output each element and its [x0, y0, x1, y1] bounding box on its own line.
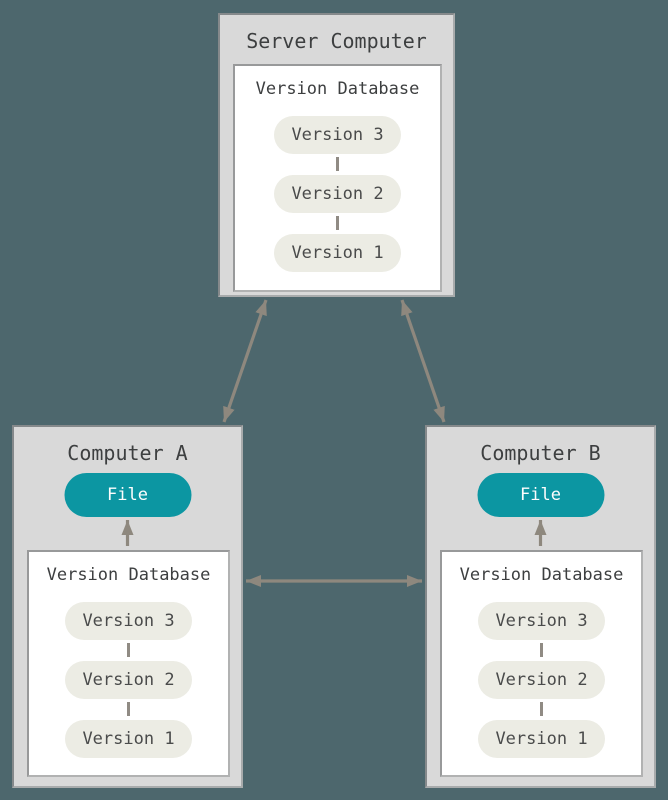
version-pill: Version 2	[65, 661, 192, 699]
version-pill: Version 1	[274, 234, 401, 272]
version-pill: Version 3	[478, 602, 605, 640]
version-pill: Version 1	[65, 720, 192, 758]
version-pill: Version 2	[478, 661, 605, 699]
version-pill: Version 3	[65, 602, 192, 640]
computer-b-box: Computer B File Version Database Version…	[425, 425, 656, 788]
version-connector-line	[540, 702, 543, 716]
server-computer-box: Server Computer Version Database Version…	[218, 13, 455, 297]
version-pill: Version 3	[274, 116, 401, 154]
version-database-label: Version Database	[46, 565, 211, 585]
computer-b-version-database-box: Version Database Version 3 Version 2 Ver…	[440, 550, 643, 777]
computer-a-title: Computer A	[67, 441, 188, 465]
file-pill: File	[64, 473, 191, 517]
version-pill: Version 2	[274, 175, 401, 213]
server-version-database-box: Version Database Version 3 Version 2 Ver…	[233, 64, 442, 292]
version-database-label: Version Database	[255, 79, 420, 99]
version-connector-line	[127, 643, 130, 657]
computer-a-version-database-box: Version Database Version 3 Version 2 Ver…	[27, 550, 230, 777]
version-connector-line	[336, 216, 339, 230]
sync-arrow-server-computer-a	[222, 299, 268, 423]
version-connector-line	[336, 157, 339, 171]
version-connector-line	[540, 643, 543, 657]
version-database-label: Version Database	[459, 565, 624, 585]
file-pill: File	[477, 473, 604, 517]
computer-a-box: Computer A File Version Database Version…	[12, 425, 243, 788]
server-computer-title: Server Computer	[246, 29, 427, 53]
version-connector-line	[127, 702, 130, 716]
version-pill: Version 1	[478, 720, 605, 758]
computer-b-title: Computer B	[480, 441, 601, 465]
sync-arrow-server-computer-b	[400, 299, 446, 423]
